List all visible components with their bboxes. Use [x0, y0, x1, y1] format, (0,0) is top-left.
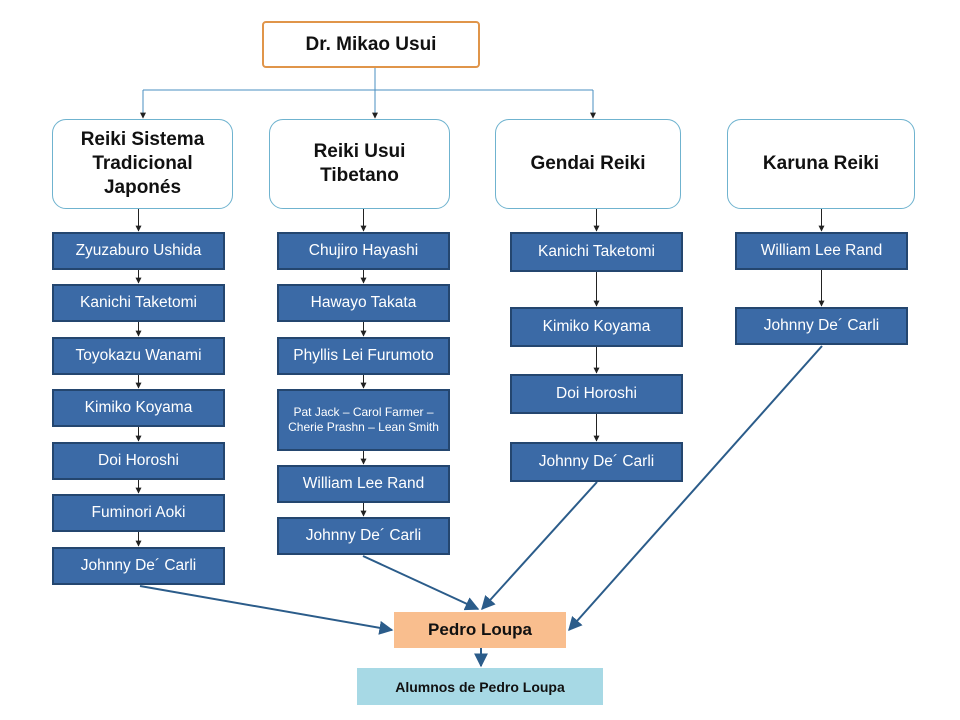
teacher-box: Pat Jack – Carol Farmer – Cherie Prashn …	[277, 389, 450, 451]
chain-connectors	[135, 209, 825, 547]
teacher-box: Chujiro Hayashi	[277, 232, 450, 270]
teacher-name: Hawayo Takata	[310, 294, 417, 311]
branch-title-line: Reiki Sistema	[80, 129, 205, 151]
branch-title-line: Japonés	[103, 176, 182, 198]
branch-title-line: Tradicional	[92, 153, 193, 175]
teacher-box: Johnny De´ Carli	[735, 307, 908, 345]
teacher-box: Phyllis Lei Furumoto	[277, 337, 450, 375]
teacher-box: Kanichi Taketomi	[510, 232, 683, 272]
pedro-label: Pedro Loupa	[428, 620, 532, 639]
alumnos-label: Alumnos de Pedro Loupa	[395, 678, 565, 695]
teacher-box: Fuminori Aoki	[52, 494, 225, 532]
teacher-name: Kimiko Koyama	[542, 318, 651, 335]
teacher-box: Doi Horoshi	[510, 374, 683, 414]
branch-title-line: Tibetano	[320, 165, 399, 186]
teacher-name: Pat Jack – Carol Farmer – Cherie Prashn …	[288, 405, 439, 434]
teacher-box: William Lee Rand	[277, 465, 450, 503]
teacher-box: Kimiko Koyama	[510, 307, 683, 347]
teacher-name: Doi Horoshi	[98, 452, 179, 469]
teacher-name: Kimiko Koyama	[84, 399, 193, 416]
teacher-box: Kimiko Koyama	[52, 389, 225, 427]
teacher-name: Johnny De´ Carli	[763, 317, 880, 334]
branch-title-line: Karuna Reiki	[762, 153, 880, 175]
convergence-arrows	[139, 345, 823, 668]
teacher-name: Johnny De´ Carli	[538, 453, 655, 470]
pedro-loupa-node: Pedro Loupa	[394, 612, 566, 648]
teacher-name: William Lee Rand	[302, 475, 425, 492]
teacher-name: Doi Horoshi	[556, 385, 637, 402]
teacher-name: Johnny De´ Carli	[305, 527, 422, 544]
teacher-name: Kanichi Taketomi	[80, 294, 197, 311]
teacher-box: Johnny De´ Carli	[277, 517, 450, 555]
teacher-box: Hawayo Takata	[277, 284, 450, 322]
branch-header: Gendai Reiki	[495, 119, 681, 209]
root-label: Dr. Mikao Usui	[305, 33, 437, 55]
teacher-name: Chujiro Hayashi	[308, 242, 419, 259]
teacher-name: Zyuzaburo Ushida	[75, 242, 202, 259]
teacher-box: Doi Horoshi	[52, 442, 225, 480]
teacher-box: Zyuzaburo Ushida	[52, 232, 225, 270]
branch-title-line: Reiki Usui	[313, 141, 406, 163]
root-node: Dr. Mikao Usui	[262, 21, 480, 68]
teacher-box: Toyokazu Wanami	[52, 337, 225, 375]
teacher-name: Kanichi Taketomi	[538, 243, 655, 260]
teacher-name: Johnny De´ Carli	[80, 557, 197, 574]
teacher-box: Kanichi Taketomi	[52, 284, 225, 322]
alumnos-node: Alumnos de Pedro Loupa	[357, 668, 603, 705]
root-connectors	[140, 68, 596, 119]
branch-header: Karuna Reiki	[727, 119, 915, 209]
teacher-name: Fuminori Aoki	[91, 504, 186, 521]
teacher-name: Phyllis Lei Furumoto	[293, 347, 434, 364]
teacher-name: William Lee Rand	[760, 242, 883, 259]
branch-title-line: Gendai Reiki	[530, 153, 646, 175]
teacher-box: Johnny De´ Carli	[510, 442, 683, 482]
teacher-box: William Lee Rand	[735, 232, 908, 270]
teacher-name: Toyokazu Wanami	[75, 347, 202, 364]
teacher-box: Johnny De´ Carli	[52, 547, 225, 585]
